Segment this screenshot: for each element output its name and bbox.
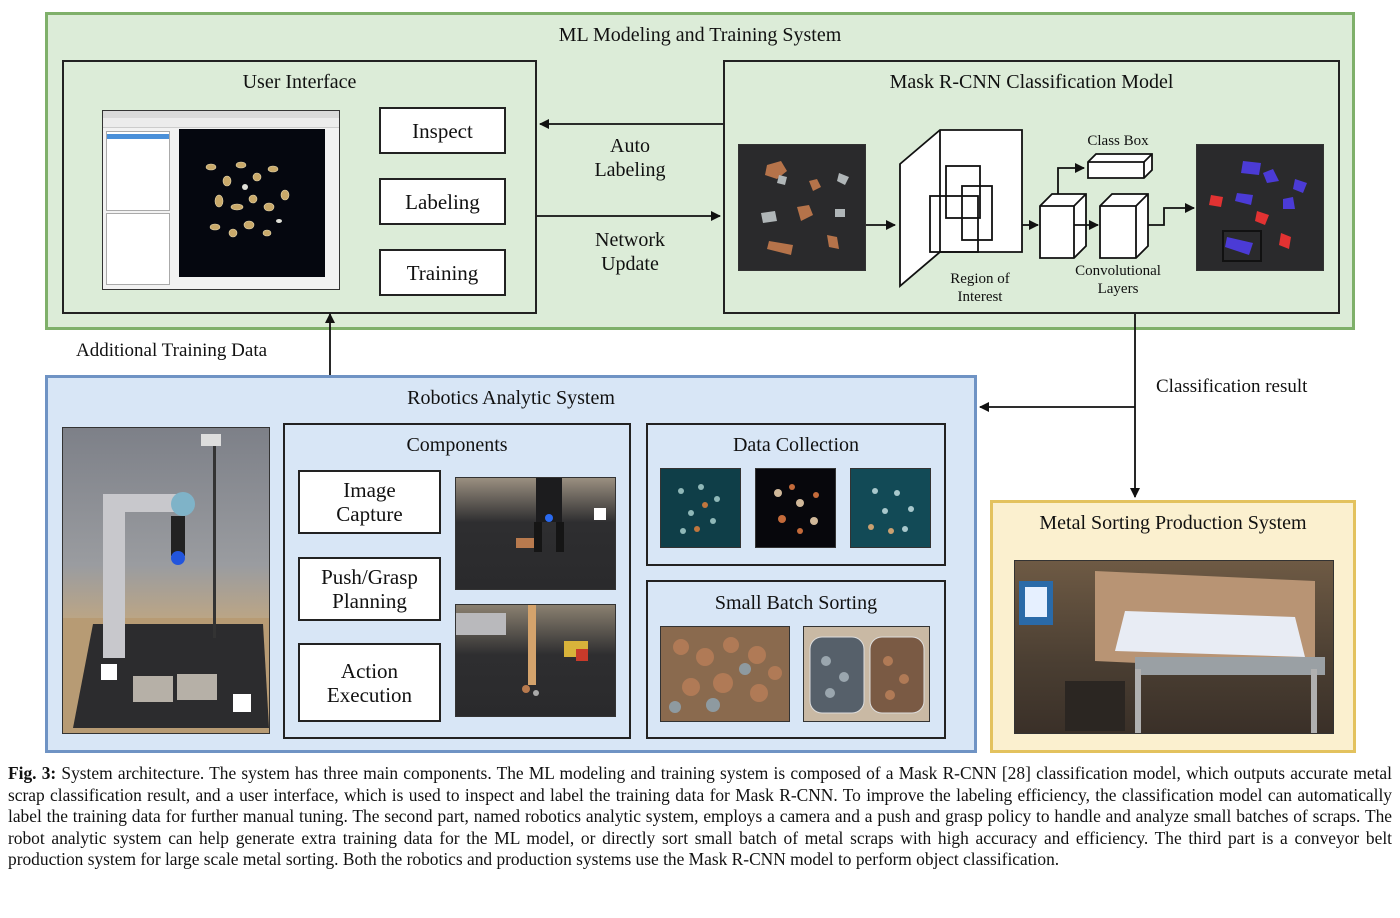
auto-labeling-label: Auto Labeling [594,135,666,181]
labeling-app-screenshot [102,110,340,290]
push-grasp-planning-step: Push/Grasp Planning [298,557,441,621]
caption-text: System architecture. The system has thre… [8,763,1392,870]
region-of-interest-label: Region of Interest [950,271,1010,305]
classified-scraps-drawing [1209,161,1307,262]
training-button[interactable]: Training [379,249,506,296]
conveyor-photo [1014,560,1334,734]
robot-arm-drawing [63,434,269,733]
production-system-title: Metal Sorting Production System [1039,512,1307,534]
scrap-pile-photo [660,626,790,722]
gripper-drawing [516,478,606,552]
app-menubar [103,118,339,128]
network-update-label: Network Update [595,229,665,275]
data-sample-2 [755,468,836,548]
gripper-photo [455,477,616,590]
figure-caption: Fig. 3: System architecture. The system … [8,763,1392,871]
app-file-list [106,131,170,211]
app-side-controls [106,213,170,285]
data-sample-1 [660,468,741,548]
inspect-button[interactable]: Inspect [379,107,506,154]
ml-system-title: ML Modeling and Training System [558,24,842,46]
input-scraps-drawing [761,161,849,255]
convolutional-layers-label: Convolutional Layers [1075,263,1161,297]
small-batch-sorting-title: Small Batch Sorting [714,592,878,614]
execution-photo [455,604,616,717]
mask-rcnn-title: Mask R-CNN Classification Model [889,71,1174,93]
conv-layer-1 [1039,193,1087,259]
conv-layer-2 [1099,193,1149,259]
robot-arm-photo [62,427,270,734]
labeling-button[interactable]: Labeling [379,178,506,225]
classification-result-label: Classification result [1156,376,1308,397]
data-collection-title: Data Collection [732,434,860,456]
user-interface-title: User Interface [242,71,357,93]
robotics-system-title: Robotics Analytic System [407,387,615,409]
input-scrap-image [738,144,866,271]
class-box-label: Class Box [1087,133,1149,149]
conveyor-drawing [1019,571,1325,733]
action-execution-step: Action Execution [298,643,441,722]
sorted-containers-photo [803,626,930,722]
roi-block [899,129,1023,288]
app-image-canvas [179,129,325,277]
additional-training-data-label: Additional Training Data [76,340,268,361]
components-title: Components [406,434,508,456]
caption-label: Fig. 3: [8,763,57,783]
image-capture-step: Image Capture [298,470,441,534]
data-sample-3 [850,468,931,548]
class-box-block [1087,153,1153,179]
execution-drawing [456,605,588,696]
output-classified-image [1196,144,1324,271]
scrap-pieces-thumbnail [205,161,290,238]
